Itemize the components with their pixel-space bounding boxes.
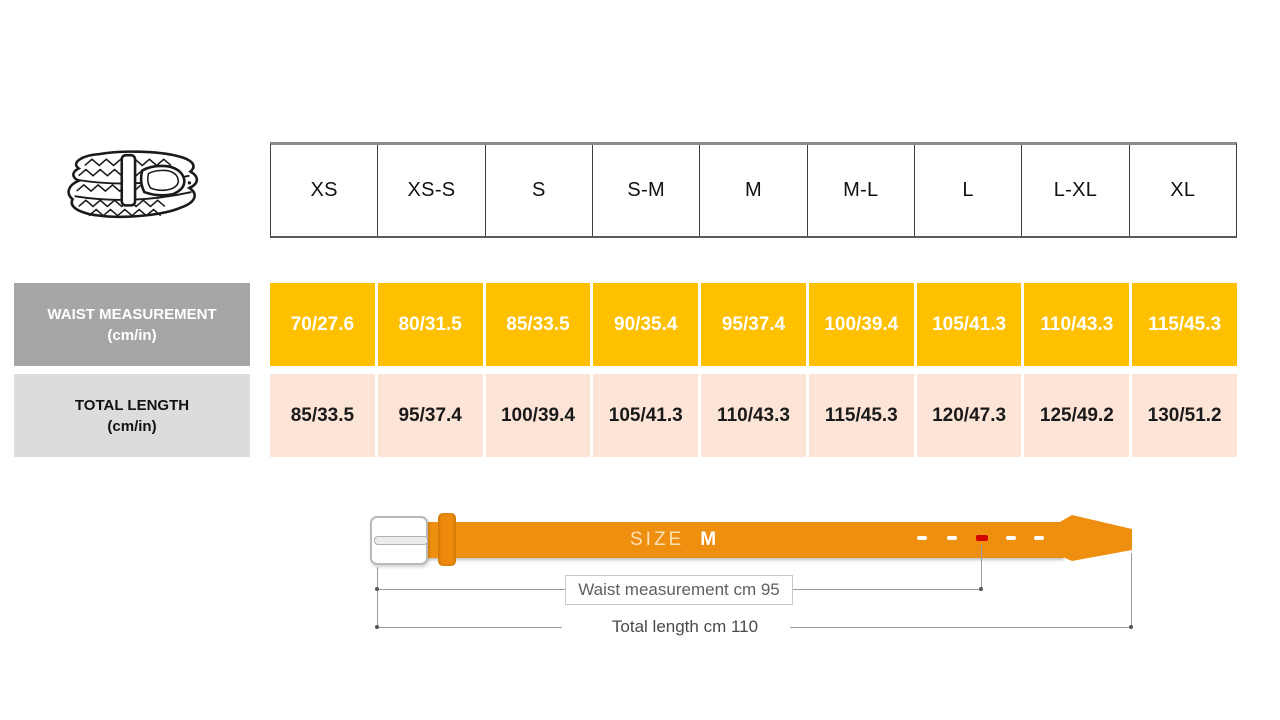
size-header-cell: L: [915, 145, 1023, 236]
length-line-left: [377, 627, 562, 628]
waist-label-unit: (cm/in): [107, 326, 157, 344]
length-value-cell: 130/51.2: [1132, 374, 1238, 457]
length-line-dot: [375, 625, 379, 629]
length-value-cell: 100/39.4: [485, 374, 594, 457]
waist-value-cell: 100/39.4: [808, 283, 917, 366]
total-length-label: TOTAL LENGTH (cm/in): [14, 374, 250, 457]
belt-hole: [947, 536, 957, 540]
waist-value-cell: 80/31.5: [377, 283, 486, 366]
size-header-cell: S-M: [593, 145, 701, 236]
size-header-cell: XL: [1170, 179, 1196, 201]
waist-note-text: Waist measurement cm 95: [578, 580, 780, 599]
waist-value-cell: 110/43.3: [1024, 283, 1133, 366]
length-note-text: Total length cm 110: [611, 617, 759, 636]
size-header-cell: M: [700, 145, 808, 236]
belt-hole: [917, 536, 927, 540]
waist-value-cell: 70/27.6: [270, 283, 378, 366]
belt-keeper-loop: [438, 513, 456, 566]
braided-belt-icon: [60, 148, 204, 230]
size-header-cell: XS-S: [378, 145, 486, 236]
belt-hole: [1034, 536, 1044, 540]
length-value-cell: 125/49.2: [1024, 374, 1133, 457]
size-header-cell: XS: [271, 145, 379, 236]
guide-line-tip: [1131, 553, 1132, 628]
size-header-cell: M-L: [808, 145, 915, 236]
belt-tip: [1058, 515, 1132, 561]
waist-value-cell: 90/35.4: [593, 283, 702, 366]
waist-line-dot: [979, 587, 983, 591]
belt-hole: [1006, 536, 1016, 540]
length-value-cell: 120/47.3: [916, 374, 1025, 457]
waist-value-cell: 115/45.3: [1132, 283, 1238, 366]
length-line-dot: [1129, 625, 1133, 629]
size-word: SIZE: [630, 529, 685, 550]
size-header-cell: S: [486, 145, 593, 236]
waist-line-dot: [375, 587, 379, 591]
size-value: M: [700, 529, 718, 550]
waist-measurement-label: WAIST MEASUREMENT (cm/in): [14, 283, 250, 366]
waist-line-right: [793, 589, 981, 590]
length-values-row: 85/33.5 95/37.4 100/39.4 105/41.3 110/43…: [270, 374, 1238, 457]
length-label-unit: (cm/in): [107, 417, 157, 435]
length-value-cell: 85/33.5: [270, 374, 378, 457]
belt-strap: [424, 522, 1064, 558]
belt-size-text: SIZE M: [630, 527, 717, 553]
guide-line-hole: [981, 544, 982, 588]
waist-value-cell: 105/41.3: [916, 283, 1025, 366]
length-value-cell: 115/45.3: [808, 374, 917, 457]
waist-line-left: [377, 589, 565, 590]
buckle-prong: [374, 536, 428, 545]
size-header-cell: L-XL: [1022, 145, 1130, 236]
guide-line-buckle: [377, 567, 378, 628]
size-header-row: XS XS-S S S-M M M-L L L-XL XL: [270, 142, 1237, 238]
length-line-right: [790, 627, 1131, 628]
waist-label-text: WAIST MEASUREMENT: [47, 305, 217, 323]
length-value-cell: 95/37.4: [377, 374, 486, 457]
waist-value-cell: 85/33.5: [485, 283, 594, 366]
length-value-cell: 105/41.3: [593, 374, 702, 457]
waist-measurement-note: Waist measurement cm 95: [565, 575, 793, 605]
belt-hole-marked: [976, 535, 988, 541]
waist-value-cell: 95/37.4: [701, 283, 809, 366]
length-value-cell: 110/43.3: [701, 374, 809, 457]
length-label-text: TOTAL LENGTH: [74, 396, 190, 414]
waist-values-row: 70/27.6 80/31.5 85/33.5 90/35.4 95/37.4 …: [270, 283, 1238, 366]
total-length-note: Total length cm 110: [580, 616, 790, 638]
